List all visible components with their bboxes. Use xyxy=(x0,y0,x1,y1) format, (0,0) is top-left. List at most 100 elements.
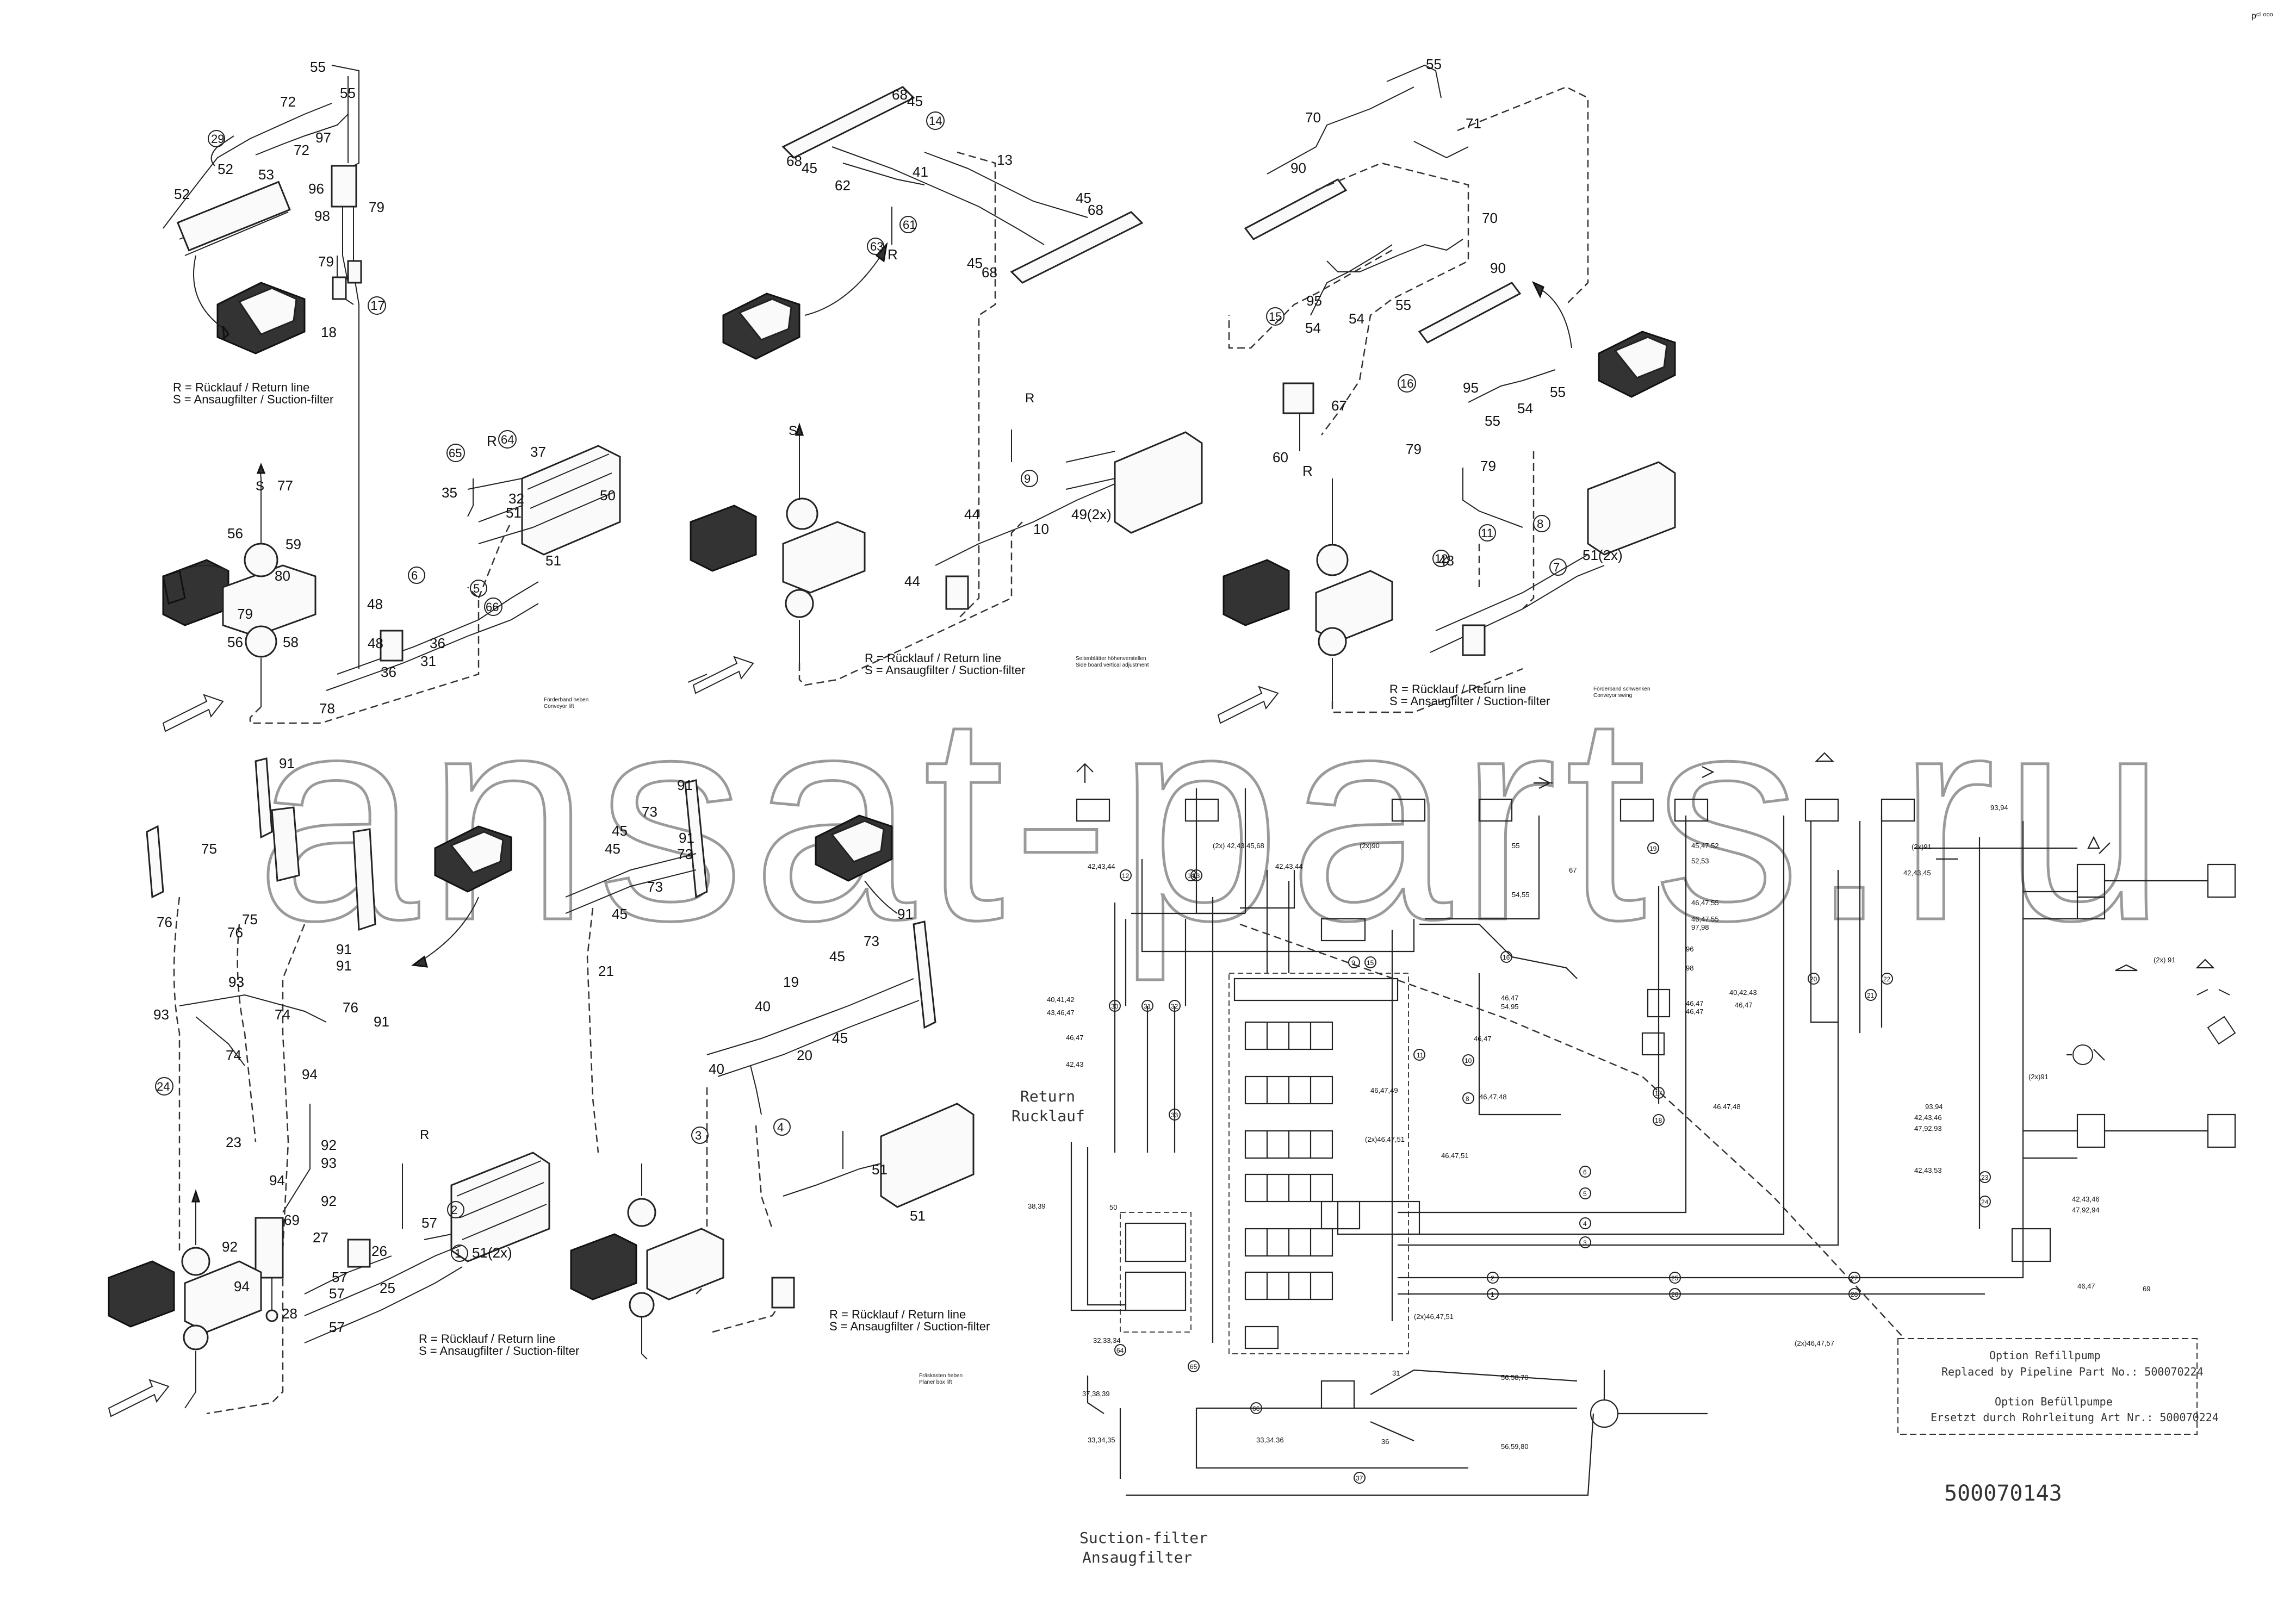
svg-text:92: 92 xyxy=(321,1137,337,1153)
svg-text:37,38,39: 37,38,39 xyxy=(1082,1390,1110,1398)
hydraulic-schematic: 30 31 32 33 12 11 10 14 15 16 9 8 17 18 … xyxy=(1028,752,2236,1496)
svg-text:46,47: 46,47 xyxy=(1474,1035,1492,1043)
caption-side-adjust-en: Side board vertical adjustment xyxy=(1076,662,1149,668)
svg-text:Option Refillpump: Option Refillpump xyxy=(1989,1349,2101,1362)
svg-text:65: 65 xyxy=(449,446,462,460)
panel-pump-valves-1: S 77 56 59 80 79 58 56 48 65 35 R 64 37 … xyxy=(162,430,621,724)
svg-text:55: 55 xyxy=(1550,384,1566,400)
svg-text:57: 57 xyxy=(329,1285,345,1302)
schematic-part-labels: (2x) 42,43,45,68 42,43,44 42,43,44 (2x)9… xyxy=(1028,804,2175,1451)
svg-text:90: 90 xyxy=(1290,160,1306,176)
svg-text:73: 73 xyxy=(677,846,693,862)
svg-text:29: 29 xyxy=(211,132,224,146)
svg-text:28: 28 xyxy=(1851,1291,1858,1298)
svg-text:45: 45 xyxy=(612,906,628,922)
svg-text:46,47: 46,47 xyxy=(1501,994,1519,1002)
svg-text:24: 24 xyxy=(157,1080,170,1093)
svg-text:8: 8 xyxy=(1537,517,1543,531)
return-label: Return xyxy=(1020,1087,1075,1105)
rucklauf-label: Rucklauf xyxy=(1012,1107,1085,1125)
svg-text:2: 2 xyxy=(451,1203,457,1217)
svg-text:74: 74 xyxy=(226,1047,241,1063)
svg-text:50: 50 xyxy=(600,487,616,503)
svg-text:15: 15 xyxy=(1367,959,1374,967)
svg-text:60: 60 xyxy=(1273,449,1288,465)
svg-text:46,47,49: 46,47,49 xyxy=(1370,1086,1398,1094)
svg-text:35: 35 xyxy=(442,484,457,501)
caption-planer-lift-en: Planer box lift xyxy=(919,1379,952,1385)
svg-text:96: 96 xyxy=(1686,945,1693,953)
svg-text:42,43,45: 42,43,45 xyxy=(1903,869,1931,877)
svg-text:93: 93 xyxy=(228,974,244,990)
svg-text:40: 40 xyxy=(755,998,771,1015)
svg-text:40,41,42: 40,41,42 xyxy=(1047,995,1075,1004)
svg-text:32,33,34: 32,33,34 xyxy=(1093,1336,1121,1345)
ansaugfilter-label: Ansaugfilter xyxy=(1082,1548,1192,1566)
svg-text:38,39: 38,39 xyxy=(1028,1202,1046,1210)
svg-text:6: 6 xyxy=(411,569,418,582)
watermark: ansat-parts.ru xyxy=(256,654,2174,983)
svg-text:64: 64 xyxy=(1116,1347,1124,1354)
svg-text:46,47: 46,47 xyxy=(1686,999,1704,1007)
svg-text:73: 73 xyxy=(864,933,879,949)
svg-text:91: 91 xyxy=(679,830,694,846)
svg-text:46,47,55: 46,47,55 xyxy=(1691,899,1719,907)
svg-text:57: 57 xyxy=(329,1319,345,1335)
svg-text:33,34,35: 33,34,35 xyxy=(1088,1436,1115,1444)
legend-2b: S = Ansaugfilter / Suction-filter xyxy=(865,663,1025,677)
legend-1a: R = Rücklauf / Return line xyxy=(173,381,309,394)
svg-text:66: 66 xyxy=(486,600,499,614)
caption-conveyor-lift-de: Förderband heben xyxy=(544,697,588,703)
svg-text:62: 62 xyxy=(835,177,851,194)
svg-text:79: 79 xyxy=(237,606,253,622)
svg-text:S: S xyxy=(789,424,797,438)
svg-text:56: 56 xyxy=(227,634,243,650)
svg-text:42,43,46: 42,43,46 xyxy=(2072,1195,2100,1203)
svg-text:69: 69 xyxy=(2143,1285,2150,1293)
svg-text:79: 79 xyxy=(318,253,334,270)
svg-text:79: 79 xyxy=(1406,441,1422,457)
svg-text:26: 26 xyxy=(1671,1291,1679,1298)
svg-text:20: 20 xyxy=(797,1047,812,1063)
svg-text:31: 31 xyxy=(1144,1003,1151,1010)
svg-text:50: 50 xyxy=(1109,1203,1117,1211)
caption-conveyor-swing-en: Conveyor swing xyxy=(1593,693,1632,699)
svg-text:79: 79 xyxy=(1480,458,1496,474)
svg-text:98: 98 xyxy=(314,208,330,224)
svg-text:4: 4 xyxy=(1583,1220,1587,1228)
svg-text:79: 79 xyxy=(369,199,384,215)
svg-text:78: 78 xyxy=(319,700,335,717)
caption-planer-lift-de: Fräskasten heben xyxy=(919,1373,963,1379)
suction-label: Suction-filter xyxy=(1079,1529,1208,1547)
svg-text:42,43,44: 42,43,44 xyxy=(1275,862,1303,870)
svg-text:10: 10 xyxy=(1033,521,1049,537)
svg-text:93,94: 93,94 xyxy=(1925,1103,1943,1111)
svg-text:75: 75 xyxy=(242,911,258,928)
svg-text:9: 9 xyxy=(1024,472,1031,486)
svg-text:(2x)46,47,51: (2x)46,47,51 xyxy=(1365,1135,1405,1143)
svg-text:67: 67 xyxy=(1331,397,1347,414)
panel-conveyor-swing: 55 70 71 90 70 95 55 54 54 15 90 55 16 9… xyxy=(1228,56,1676,528)
svg-text:45: 45 xyxy=(1076,190,1091,206)
svg-text:4: 4 xyxy=(777,1121,784,1134)
svg-text:25: 25 xyxy=(1671,1274,1679,1282)
svg-text:S: S xyxy=(256,479,264,494)
svg-text:57: 57 xyxy=(332,1269,347,1285)
legend-2a: R = Rücklauf / Return line xyxy=(865,651,1001,665)
svg-text:71: 71 xyxy=(1466,115,1481,132)
svg-text:77: 77 xyxy=(277,477,293,494)
option-box: Option Refillpump Replaced by Pipeline P… xyxy=(1897,1338,2219,1435)
svg-text:1: 1 xyxy=(455,1247,461,1260)
svg-text:94: 94 xyxy=(269,1172,285,1189)
svg-text:11: 11 xyxy=(1481,526,1493,540)
svg-text:91: 91 xyxy=(897,906,913,922)
svg-text:64: 64 xyxy=(501,433,514,446)
svg-text:70: 70 xyxy=(1482,210,1498,226)
svg-text:95: 95 xyxy=(1463,379,1479,396)
svg-text:33: 33 xyxy=(1171,1111,1178,1119)
svg-text:92: 92 xyxy=(222,1239,238,1255)
svg-text:57: 57 xyxy=(421,1215,437,1231)
svg-text:19: 19 xyxy=(1649,845,1657,853)
panel-conveyor-cylinder: 55 72 55 97 72 53 52 52 29 96 98 79 79 1… xyxy=(163,59,386,625)
svg-text:3: 3 xyxy=(1583,1239,1587,1247)
